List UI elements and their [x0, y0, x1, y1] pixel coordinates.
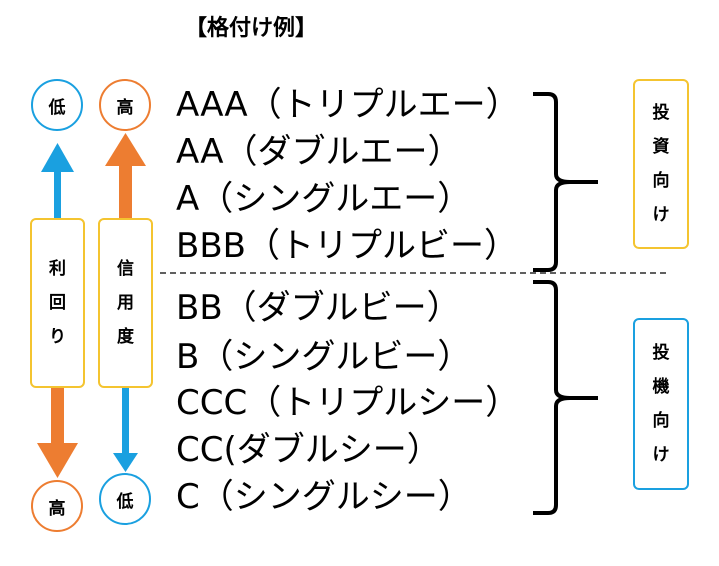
diagram-title: 【格付け例】	[185, 16, 318, 41]
yield-low-label: 低	[48, 97, 66, 118]
credit-high-label: 高	[116, 97, 134, 118]
credit-low-label: 低	[116, 491, 134, 512]
investment-grade-char-2: 資	[652, 137, 670, 157]
investment-grade-char-4: け	[652, 205, 670, 225]
rating-c: C（シングルシー）	[176, 477, 472, 517]
yield-low-circle: 低	[31, 79, 83, 131]
yield-label-char-1: 利	[49, 259, 66, 279]
investment-grade-char-3: 向	[652, 171, 670, 191]
yield-arrow-shaft-bottom	[51, 385, 64, 445]
credit-label-box: 信 用 度	[98, 218, 153, 388]
speculative-grade-box: 投 機 向 け	[633, 318, 689, 490]
speculative-grade-char-4: け	[652, 445, 670, 465]
rating-b: B（シングルビー）	[176, 337, 472, 377]
rating-ccc: CCC（トリプルシー）	[176, 383, 520, 423]
yield-arrow-head-up	[41, 143, 74, 172]
credit-arrow-head-up	[105, 133, 146, 166]
yield-high-label: 高	[48, 498, 66, 519]
credit-arrow-shaft-top	[119, 162, 132, 220]
credit-label-char-1: 信	[117, 259, 134, 279]
yield-high-circle: 高	[31, 480, 83, 532]
rating-bbb: BBB（トリプルビー）	[176, 226, 518, 266]
credit-low-circle: 低	[99, 473, 151, 525]
credit-arrow-shaft-bottom	[122, 385, 129, 455]
yield-arrow-shaft-top	[54, 170, 61, 222]
speculative-grade-char-1: 投	[652, 343, 670, 363]
rating-cc: CC(ダブルシー）	[176, 430, 441, 470]
yield-label-char-3: り	[49, 327, 66, 347]
credit-arrow-head-down	[113, 453, 138, 472]
speculative-grade-char-2: 機	[652, 377, 670, 397]
rating-aa: AA（ダブルエー）	[176, 132, 462, 172]
rating-bb: BB（ダブルビー）	[176, 288, 461, 328]
rating-a: A（シングルエー）	[176, 179, 472, 219]
yield-label-char-2: 回	[49, 293, 66, 313]
credit-label-char-2: 用	[117, 293, 134, 313]
investment-brace	[533, 92, 598, 272]
yield-arrow-head-down	[37, 443, 78, 478]
rating-aaa: AAA（トリプルエー）	[176, 85, 520, 125]
speculative-brace	[533, 280, 598, 515]
credit-label-char-3: 度	[117, 327, 134, 347]
credit-high-circle: 高	[99, 79, 151, 131]
yield-label-box: 利 回 り	[30, 218, 85, 388]
investment-grade-box: 投 資 向 け	[633, 79, 689, 249]
speculative-grade-char-3: 向	[652, 411, 670, 431]
investment-grade-char-1: 投	[652, 103, 670, 123]
